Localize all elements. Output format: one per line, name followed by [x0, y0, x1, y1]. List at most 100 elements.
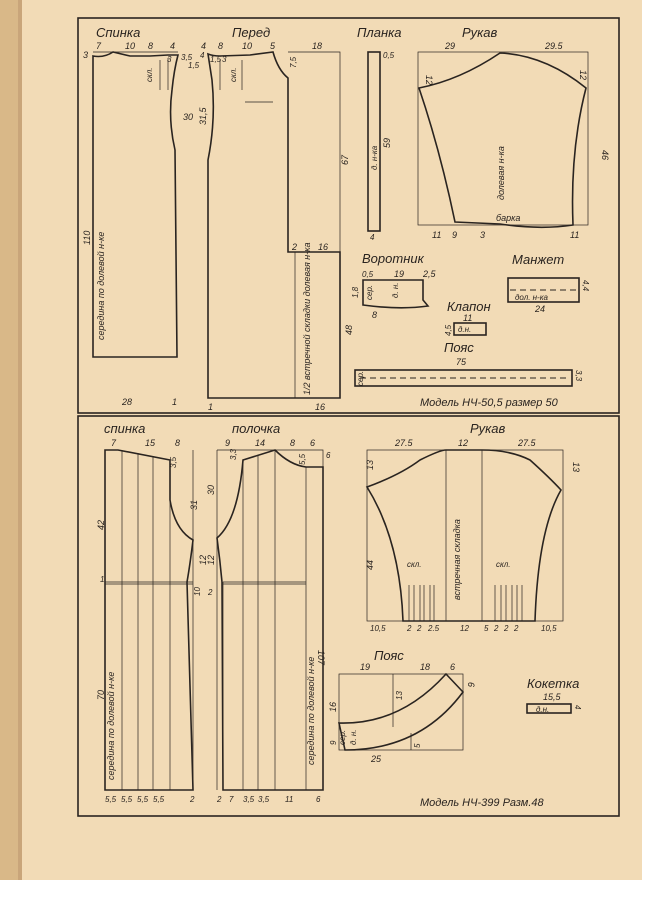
dimension-label: 1: [172, 397, 177, 407]
dimension-label: 16: [328, 702, 338, 712]
dimension-label: 15,5: [543, 692, 562, 702]
dimension-label: середина по долевой н-ке: [96, 232, 106, 340]
dimension-label: 8: [175, 438, 180, 448]
dimension-label: д.н.: [458, 325, 471, 334]
piece-title: Клапон: [447, 299, 491, 314]
pattern-line: [92, 51, 180, 358]
dimension-label: 59: [382, 138, 392, 148]
dimension-label: 1/2 встречной складки долевая н-ка: [302, 243, 312, 395]
dimension-label: 6: [310, 438, 315, 448]
dimension-label: 7: [96, 41, 102, 51]
dimension-label: 2: [513, 624, 519, 633]
pattern-line: [206, 51, 341, 399]
dimension-label: барка: [496, 213, 520, 223]
pattern-line: [338, 673, 464, 751]
pattern-line: [93, 51, 178, 90]
pattern-line: [445, 450, 483, 621]
dimension-label: сер.: [356, 371, 365, 386]
top-back-piece: Спинка 7 10 8 4 3 3 3,5 1,5 30 110 28 1 …: [82, 25, 200, 407]
dimension-label: 6: [326, 451, 331, 460]
dimension-label: 4: [200, 51, 205, 60]
top-placket-piece: Планка 0,5 59 4 д. н-ка: [357, 25, 402, 242]
dimension-label: 5,5: [153, 795, 165, 804]
dimension-label: 2,5: [422, 269, 437, 279]
dimension-label: 9: [329, 740, 338, 745]
dimension-label: 10: [242, 41, 252, 51]
bottom-sleeve-piece: Рукав 27.5 12 27.5 13 13 44 10,5 2 2 2.5…: [365, 421, 581, 633]
dimension-label: середина по долевой н-ке: [306, 657, 316, 765]
piece-title: Пояс: [444, 340, 474, 355]
dimension-label: 19: [360, 662, 370, 672]
dimension-label: 28: [121, 397, 132, 407]
dimension-label: 31,5: [198, 106, 208, 125]
dimension-label: сер.: [365, 285, 374, 300]
piece-title: полочка: [232, 421, 280, 436]
pattern-line: [219, 51, 341, 398]
dimension-label: 0,5: [383, 51, 395, 60]
bottom-model-caption: Модель НЧ-399 Разм.48: [420, 797, 544, 809]
dimension-label: 5: [484, 624, 489, 633]
dimension-label: 2.5: [427, 624, 440, 633]
dimension-label: 67: [340, 154, 350, 165]
dimension-label: 1,5: [188, 61, 200, 70]
dimension-label: 27.5: [517, 438, 537, 448]
dimension-label: 70: [96, 690, 106, 700]
dimension-label: долевая н-ка: [496, 146, 506, 200]
pattern-line: [362, 279, 430, 309]
dimension-label: 7: [111, 438, 117, 448]
dimension-label: 25: [370, 754, 382, 764]
dimension-label: 6: [450, 662, 455, 672]
dimension-label: 15: [145, 438, 156, 448]
dimension-label: 10,5: [370, 624, 386, 633]
dimension-label: 7: [229, 795, 234, 804]
piece-title: Спинка: [96, 25, 140, 40]
paper-edge: [0, 0, 18, 880]
dimension-label: 2: [503, 624, 509, 633]
dimension-label: сер.: [338, 730, 347, 745]
dimension-label: 3: [83, 50, 88, 60]
dimension-label: 6: [316, 795, 321, 804]
dimension-label: 29.5: [544, 41, 564, 51]
top-belt-piece: Пояс 75 сер. 3,3: [354, 340, 583, 387]
pattern-line: [453, 322, 487, 336]
dimension-label: 1,5: [210, 55, 222, 64]
piece-title: Пояс: [374, 648, 404, 663]
dimension-label: 12: [460, 624, 469, 633]
dimension-label: 11: [570, 230, 579, 240]
piece-title: Воротник: [362, 251, 425, 266]
dimension-label: 107: [316, 650, 326, 666]
dimension-label: 18: [420, 662, 430, 672]
dimension-label: 2: [216, 795, 222, 804]
paper: [0, 0, 642, 880]
dimension-label: д. н.: [391, 283, 400, 299]
dimension-label: 10,5: [541, 624, 557, 633]
top-panel-frame: [77, 17, 620, 414]
dimension-label: 13: [395, 691, 404, 700]
dimension-label: скл.: [407, 560, 422, 569]
dimension-label: 4: [170, 41, 175, 51]
dimension-label: 12: [206, 555, 216, 565]
pattern-line: [367, 51, 381, 232]
dimension-label: 5,5: [298, 453, 307, 465]
dimension-label: скл.: [145, 67, 154, 82]
dimension-label: 4: [573, 705, 582, 710]
pattern-line: [417, 52, 587, 229]
dimension-label: 24: [534, 304, 545, 314]
dimension-label: 12: [458, 438, 468, 448]
dimension-label: 16: [318, 242, 328, 252]
dimension-label: 8: [372, 310, 377, 320]
dimension-label: 1,8: [351, 286, 360, 298]
piece-title: Рукав: [462, 25, 498, 40]
dimension-label: 3: [167, 55, 172, 64]
piece-title: Перед: [232, 25, 270, 40]
dimension-label: 3,5: [169, 456, 178, 468]
dimension-label: 2: [291, 242, 297, 252]
piece-title: спинка: [104, 421, 145, 436]
pattern-line: [507, 277, 580, 303]
bottom-belt-piece: Пояс 19 18 6 6 16 13 9 5 25 сер. д. н.: [328, 648, 476, 764]
dimension-label: встречная складка: [452, 519, 462, 600]
top-cuff-piece: Манжет дол. н-ка 24 4,4: [507, 252, 590, 314]
dimension-label: 8: [148, 41, 153, 51]
bottom-panel-frame: [77, 415, 620, 817]
